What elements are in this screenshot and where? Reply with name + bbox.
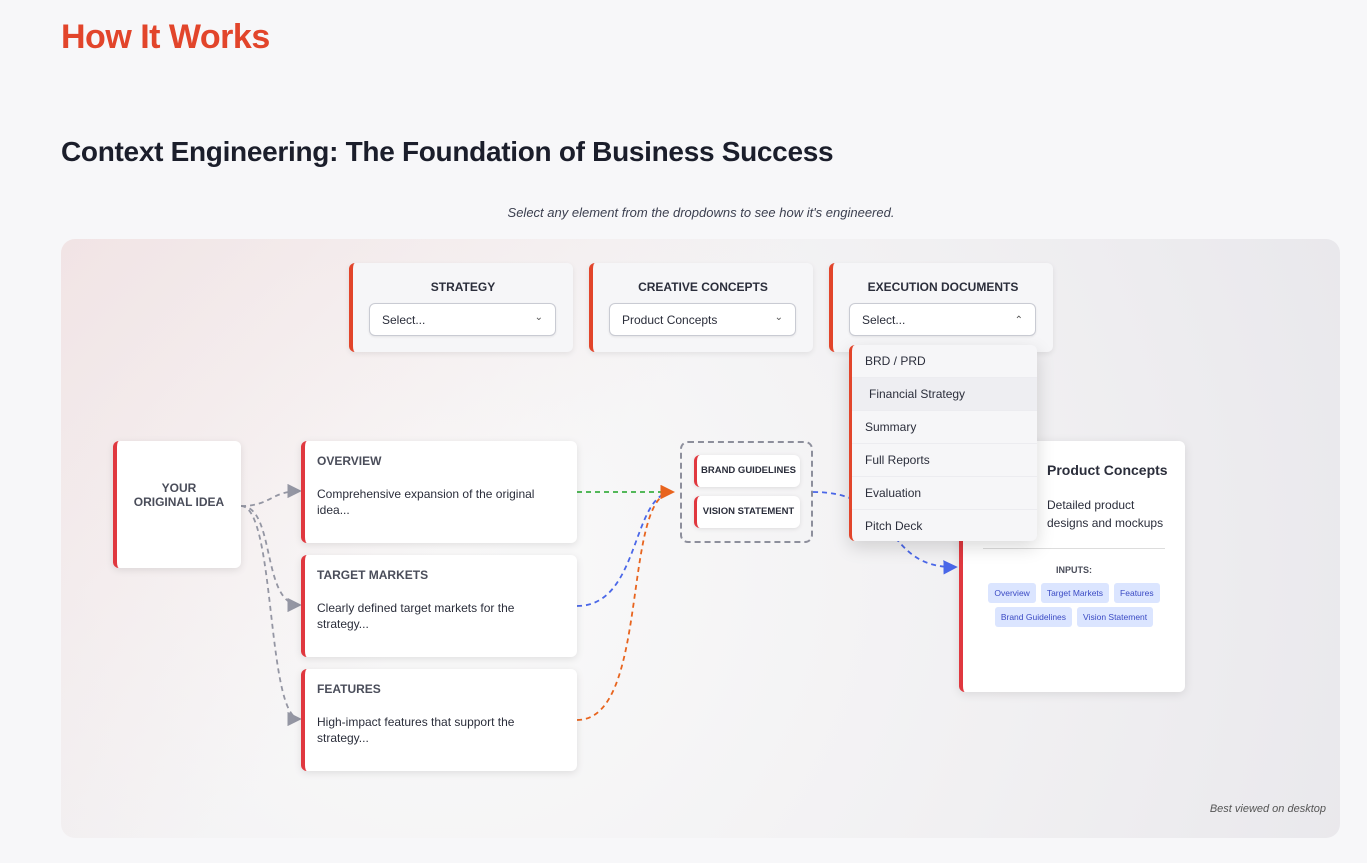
- option-pitch-deck[interactable]: Pitch Deck: [865, 519, 923, 533]
- original-idea-node[interactable]: YOUR ORIGINAL IDEA: [113, 441, 241, 568]
- link-group-product: [812, 491, 958, 575]
- brand-vision-group: BRAND GUIDELINES VISION STATEMENT: [680, 441, 813, 543]
- input-tag: Brand Guidelines: [994, 607, 1073, 627]
- strategy-category: STRATEGY Select... ⌄: [349, 263, 573, 352]
- connector-lines: [240, 483, 958, 727]
- inputs-label: INPUTS:: [1056, 565, 1092, 575]
- option-evaluation[interactable]: Evaluation: [852, 477, 1037, 510]
- input-tag: Target Markets: [1040, 583, 1110, 603]
- option-financial-strategy[interactable]: Financial Strategy: [852, 378, 1037, 411]
- node-description: Clearly defined target markets for the s…: [317, 601, 515, 631]
- chevron-down-icon: ⌄: [534, 312, 543, 323]
- vision-statement-node[interactable]: VISION STATEMENT: [694, 496, 800, 528]
- node-title: FEATURES: [317, 682, 381, 696]
- creative-concepts-category: CREATIVE CONCEPTS Product Concepts ⌄: [589, 263, 813, 352]
- option-summary[interactable]: Summary: [852, 411, 1037, 444]
- link-target-group: [576, 491, 674, 607]
- link-idea-overview: [240, 483, 302, 507]
- input-tag: Features: [1114, 583, 1160, 603]
- link-features-group: [576, 484, 675, 721]
- features-node[interactable]: FEATURES High-impact features that suppo…: [301, 669, 577, 771]
- flow-stage: STRATEGY Select... ⌄ CREATIVE CONCEPTS Pr…: [61, 239, 1340, 838]
- link-idea-features: [240, 505, 302, 727]
- inputs-tags: Overview Target Markets Features Brand G…: [977, 583, 1171, 627]
- execution-documents-dropdown: BRD / PRD Financial Strategy Summary Ful…: [849, 345, 1037, 541]
- card-title: Product Concepts: [1047, 462, 1168, 478]
- category-label: EXECUTION DOCUMENTS: [867, 280, 1019, 294]
- page-title: Context Engineering: The Foundation of B…: [61, 136, 834, 167]
- node-description: High-impact features that support the st…: [317, 715, 515, 745]
- section-title: How It Works: [61, 18, 270, 56]
- node-description: Comprehensive expansion of the original …: [317, 487, 535, 517]
- option-brd-prd[interactable]: BRD / PRD: [852, 345, 1037, 378]
- input-tag: Vision Statement: [1077, 607, 1154, 627]
- target-markets-node[interactable]: TARGET MARKETS Clearly defined target ma…: [301, 555, 577, 657]
- node-title: TARGET MARKETS: [317, 568, 429, 582]
- chevron-up-icon: ⌃: [1014, 315, 1023, 326]
- node-label: YOUR ORIGINAL IDEA: [133, 480, 225, 509]
- node-title: OVERVIEW: [317, 454, 382, 468]
- select-value: Select...: [862, 313, 906, 327]
- overview-node[interactable]: OVERVIEW Comprehensive expansion of the …: [301, 441, 577, 543]
- creative-concepts-select[interactable]: Product Concepts ⌄: [609, 303, 796, 336]
- select-value: Product Concepts: [622, 313, 718, 327]
- divider: [983, 548, 1165, 549]
- instruction-text: Select any element from the dropdowns to…: [507, 205, 895, 220]
- select-value: Select...: [382, 313, 426, 327]
- execution-documents-select[interactable]: Select... ⌃: [849, 303, 1036, 336]
- execution-documents-category: EXECUTION DOCUMENTS Select... ⌃: [829, 263, 1053, 352]
- card-description: Detailed product designs and mockups: [1047, 498, 1164, 530]
- link-idea-target: [240, 505, 302, 613]
- category-label: STRATEGY: [430, 280, 496, 294]
- strategy-select[interactable]: Select... ⌄: [369, 303, 556, 336]
- chevron-down-icon: ⌄: [774, 312, 783, 323]
- footer-note: Best viewed on desktop: [1209, 803, 1326, 815]
- category-label: CREATIVE CONCEPTS: [638, 280, 768, 294]
- option-full-reports[interactable]: Full Reports: [852, 444, 1037, 477]
- brand-guidelines-node[interactable]: BRAND GUIDELINES: [694, 455, 800, 487]
- input-tag: Overview: [988, 583, 1036, 603]
